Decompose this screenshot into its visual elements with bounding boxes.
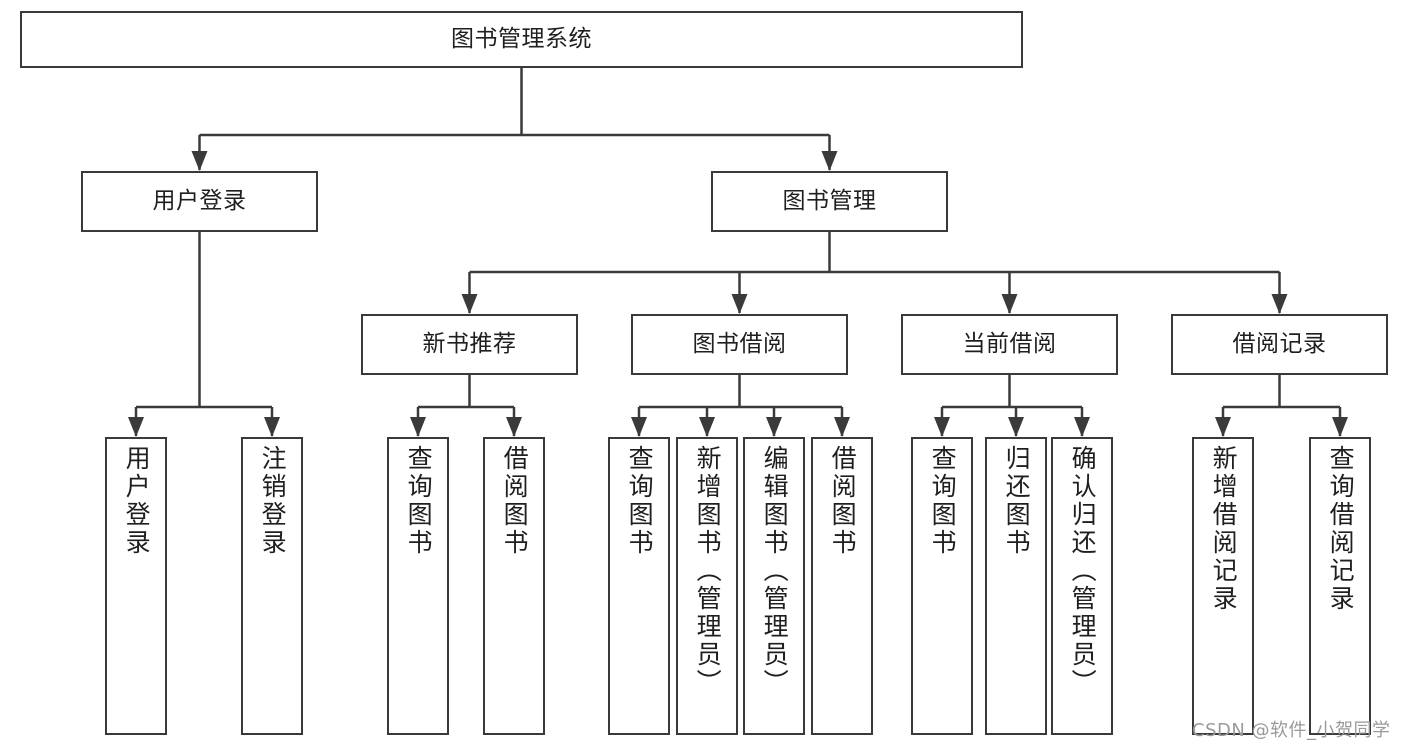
node-leaf-add-book-admin: 新增图书（管理员） [676, 437, 738, 735]
node-label: 查询借阅记录 [1326, 445, 1356, 613]
node-leaf-add-borrow-record: 新增借阅记录 [1192, 437, 1254, 735]
arrow-head-icon [461, 294, 478, 314]
arrow-head-icon [631, 417, 647, 437]
node-leaf-borrow-book-2: 借阅图书 [811, 437, 873, 735]
node-label: 归还图书 [1002, 445, 1032, 557]
node-label: 新增图书（管理员） [693, 445, 723, 697]
node-leaf-query-book-1: 查询图书 [387, 437, 449, 735]
node-label: 确认归还（管理员） [1068, 445, 1098, 697]
arrow-head-icon [1332, 417, 1348, 437]
node-new-book-recommend: 新书推荐 [361, 314, 578, 375]
node-book-management: 图书管理 [711, 171, 948, 232]
arrow-head-icon [1215, 417, 1231, 437]
node-user-login: 用户登录 [81, 171, 318, 232]
node-current-borrow: 当前借阅 [901, 314, 1118, 375]
arrow-head-icon [191, 151, 208, 171]
node-leaf-query-book-3: 查询图书 [911, 437, 973, 735]
node-label: 查询图书 [404, 445, 434, 557]
arrow-head-icon [264, 417, 280, 437]
node-label: 用户登录 [152, 188, 247, 215]
node-borrow-record: 借阅记录 [1171, 314, 1388, 375]
arrow-head-icon [699, 417, 715, 437]
node-leaf-query-book-2: 查询图书 [608, 437, 670, 735]
arrow-head-icon [934, 417, 950, 437]
node-label: 借阅图书 [828, 445, 858, 557]
arrow-head-icon [1008, 417, 1024, 437]
node-label: 用户登录 [122, 445, 152, 557]
node-leaf-edit-book-admin: 编辑图书（管理员） [743, 437, 805, 735]
arrow-head-icon [731, 294, 748, 314]
node-leaf-query-borrow-record: 查询借阅记录 [1309, 437, 1371, 735]
arrow-head-icon [834, 417, 850, 437]
node-label: 当前借阅 [962, 331, 1057, 358]
node-label: 图书借阅 [692, 331, 787, 358]
arrow-head-icon [766, 417, 782, 437]
arrow-head-icon [506, 417, 522, 437]
arrow-head-icon [821, 151, 838, 171]
node-label: 图书管理系统 [451, 26, 592, 53]
node-label: 新书推荐 [422, 331, 517, 358]
node-label: 借阅记录 [1232, 331, 1327, 358]
node-book-borrow: 图书借阅 [631, 314, 848, 375]
node-leaf-return-book: 归还图书 [985, 437, 1047, 735]
arrow-head-icon [1001, 294, 1018, 314]
node-leaf-borrow-book-1: 借阅图书 [483, 437, 545, 735]
node-leaf-confirm-return: 确认归还（管理员） [1051, 437, 1113, 735]
node-label: 新增借阅记录 [1209, 445, 1239, 613]
node-leaf-user-login: 用户登录 [105, 437, 167, 735]
node-label: 查询图书 [928, 445, 958, 557]
arrow-head-icon [128, 417, 144, 437]
node-root: 图书管理系统 [20, 11, 1023, 68]
arrow-head-icon [410, 417, 426, 437]
node-leaf-logout: 注销登录 [241, 437, 303, 735]
arrow-head-icon [1271, 294, 1288, 314]
node-label: 注销登录 [258, 445, 288, 557]
arrow-head-icon [1074, 417, 1090, 437]
node-label: 编辑图书（管理员） [760, 445, 790, 697]
watermark: CSDN @软件_小贺同学 [1192, 720, 1391, 741]
node-label: 图书管理 [782, 188, 877, 215]
node-label: 查询图书 [625, 445, 655, 557]
node-label: 借阅图书 [500, 445, 530, 557]
